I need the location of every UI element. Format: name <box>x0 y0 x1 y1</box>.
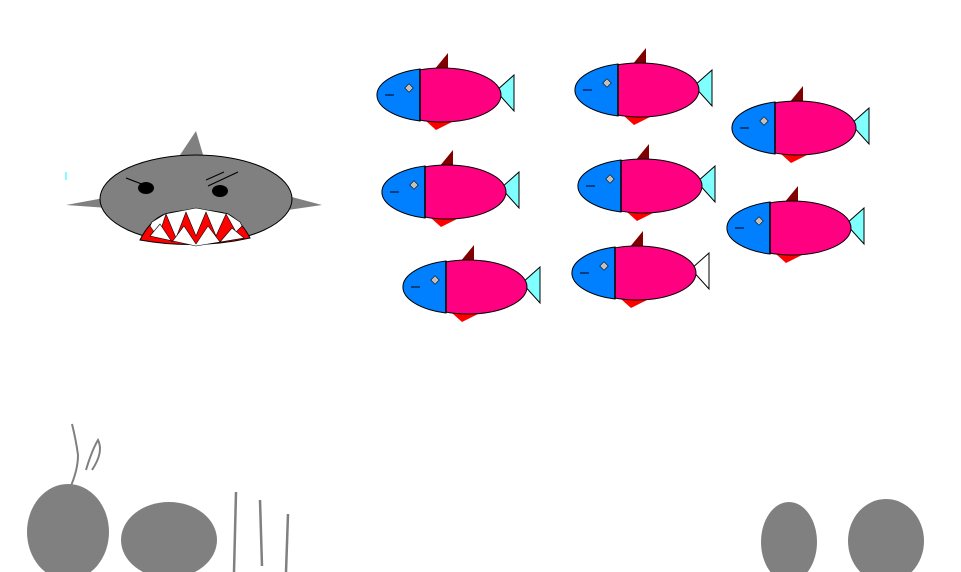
fish-tail <box>495 73 515 113</box>
fish-head <box>574 63 619 117</box>
fish-dorsal-fin <box>635 144 649 161</box>
shark-dorsal-fin <box>178 131 204 158</box>
shark-left-fin <box>66 198 108 208</box>
fish-sprite[interactable] <box>577 144 716 221</box>
fish-head <box>376 68 421 122</box>
fish-head <box>726 201 771 255</box>
rock-small-right <box>761 502 817 572</box>
seabed <box>27 423 924 572</box>
fish-tail <box>500 170 520 210</box>
fish-dorsal-fin <box>434 53 448 70</box>
fish-tail <box>850 106 870 146</box>
fish-school <box>376 48 870 322</box>
fish-head <box>577 159 622 213</box>
fish-dorsal-fin <box>632 48 646 65</box>
seaweed-strand-1[interactable] <box>232 491 238 572</box>
fish-sprite[interactable] <box>571 231 710 308</box>
shark-eye-right-icon <box>212 185 228 197</box>
seaweed-strand-2[interactable] <box>258 499 264 567</box>
rock-large-right <box>848 499 924 572</box>
shark-teeth-top <box>149 207 243 239</box>
shark-right-fin <box>288 196 322 210</box>
fish-eye-icon <box>605 174 615 184</box>
shark-eye-left-icon <box>138 182 154 194</box>
fish-tail <box>696 164 716 204</box>
rock-medium-left <box>121 502 217 572</box>
fish-sprite[interactable] <box>731 86 870 163</box>
shark-brow-right-2 <box>205 171 225 181</box>
shark-sprite[interactable] <box>65 131 322 247</box>
fish-sprite[interactable] <box>381 150 520 227</box>
fish-sprite[interactable] <box>376 53 515 130</box>
fish-dorsal-fin <box>789 86 803 103</box>
fish-tail <box>693 68 713 108</box>
shark-brow-right <box>207 171 239 187</box>
seaweed-strand-3[interactable] <box>284 513 290 572</box>
fish-dorsal-fin <box>439 150 453 167</box>
fish-eye-icon <box>404 83 414 93</box>
seaweed-curl <box>69 423 101 489</box>
fish-head <box>571 246 616 300</box>
shark-teeth-bottom <box>149 223 245 247</box>
fish-eye-icon <box>409 180 419 190</box>
fish-sprite[interactable] <box>726 186 865 263</box>
fish-head <box>402 260 447 314</box>
fish-dorsal-fin <box>460 245 474 262</box>
fish-eye-icon <box>430 275 440 285</box>
fish-tail <box>845 206 865 246</box>
fish-sprite[interactable] <box>402 245 541 322</box>
fish-dorsal-fin <box>784 186 798 203</box>
fish-eye-icon <box>759 116 769 126</box>
fish-head <box>731 101 776 155</box>
fish-tail <box>690 251 710 291</box>
fish-tail <box>521 265 541 305</box>
fish-head <box>381 165 426 219</box>
fish-dorsal-fin <box>629 231 643 248</box>
fish-sprite[interactable] <box>574 48 713 125</box>
rock-large-left <box>27 484 109 572</box>
fish-eye-icon <box>754 216 764 226</box>
fish-eye-icon <box>602 78 612 88</box>
fish-eye-icon <box>599 261 609 271</box>
